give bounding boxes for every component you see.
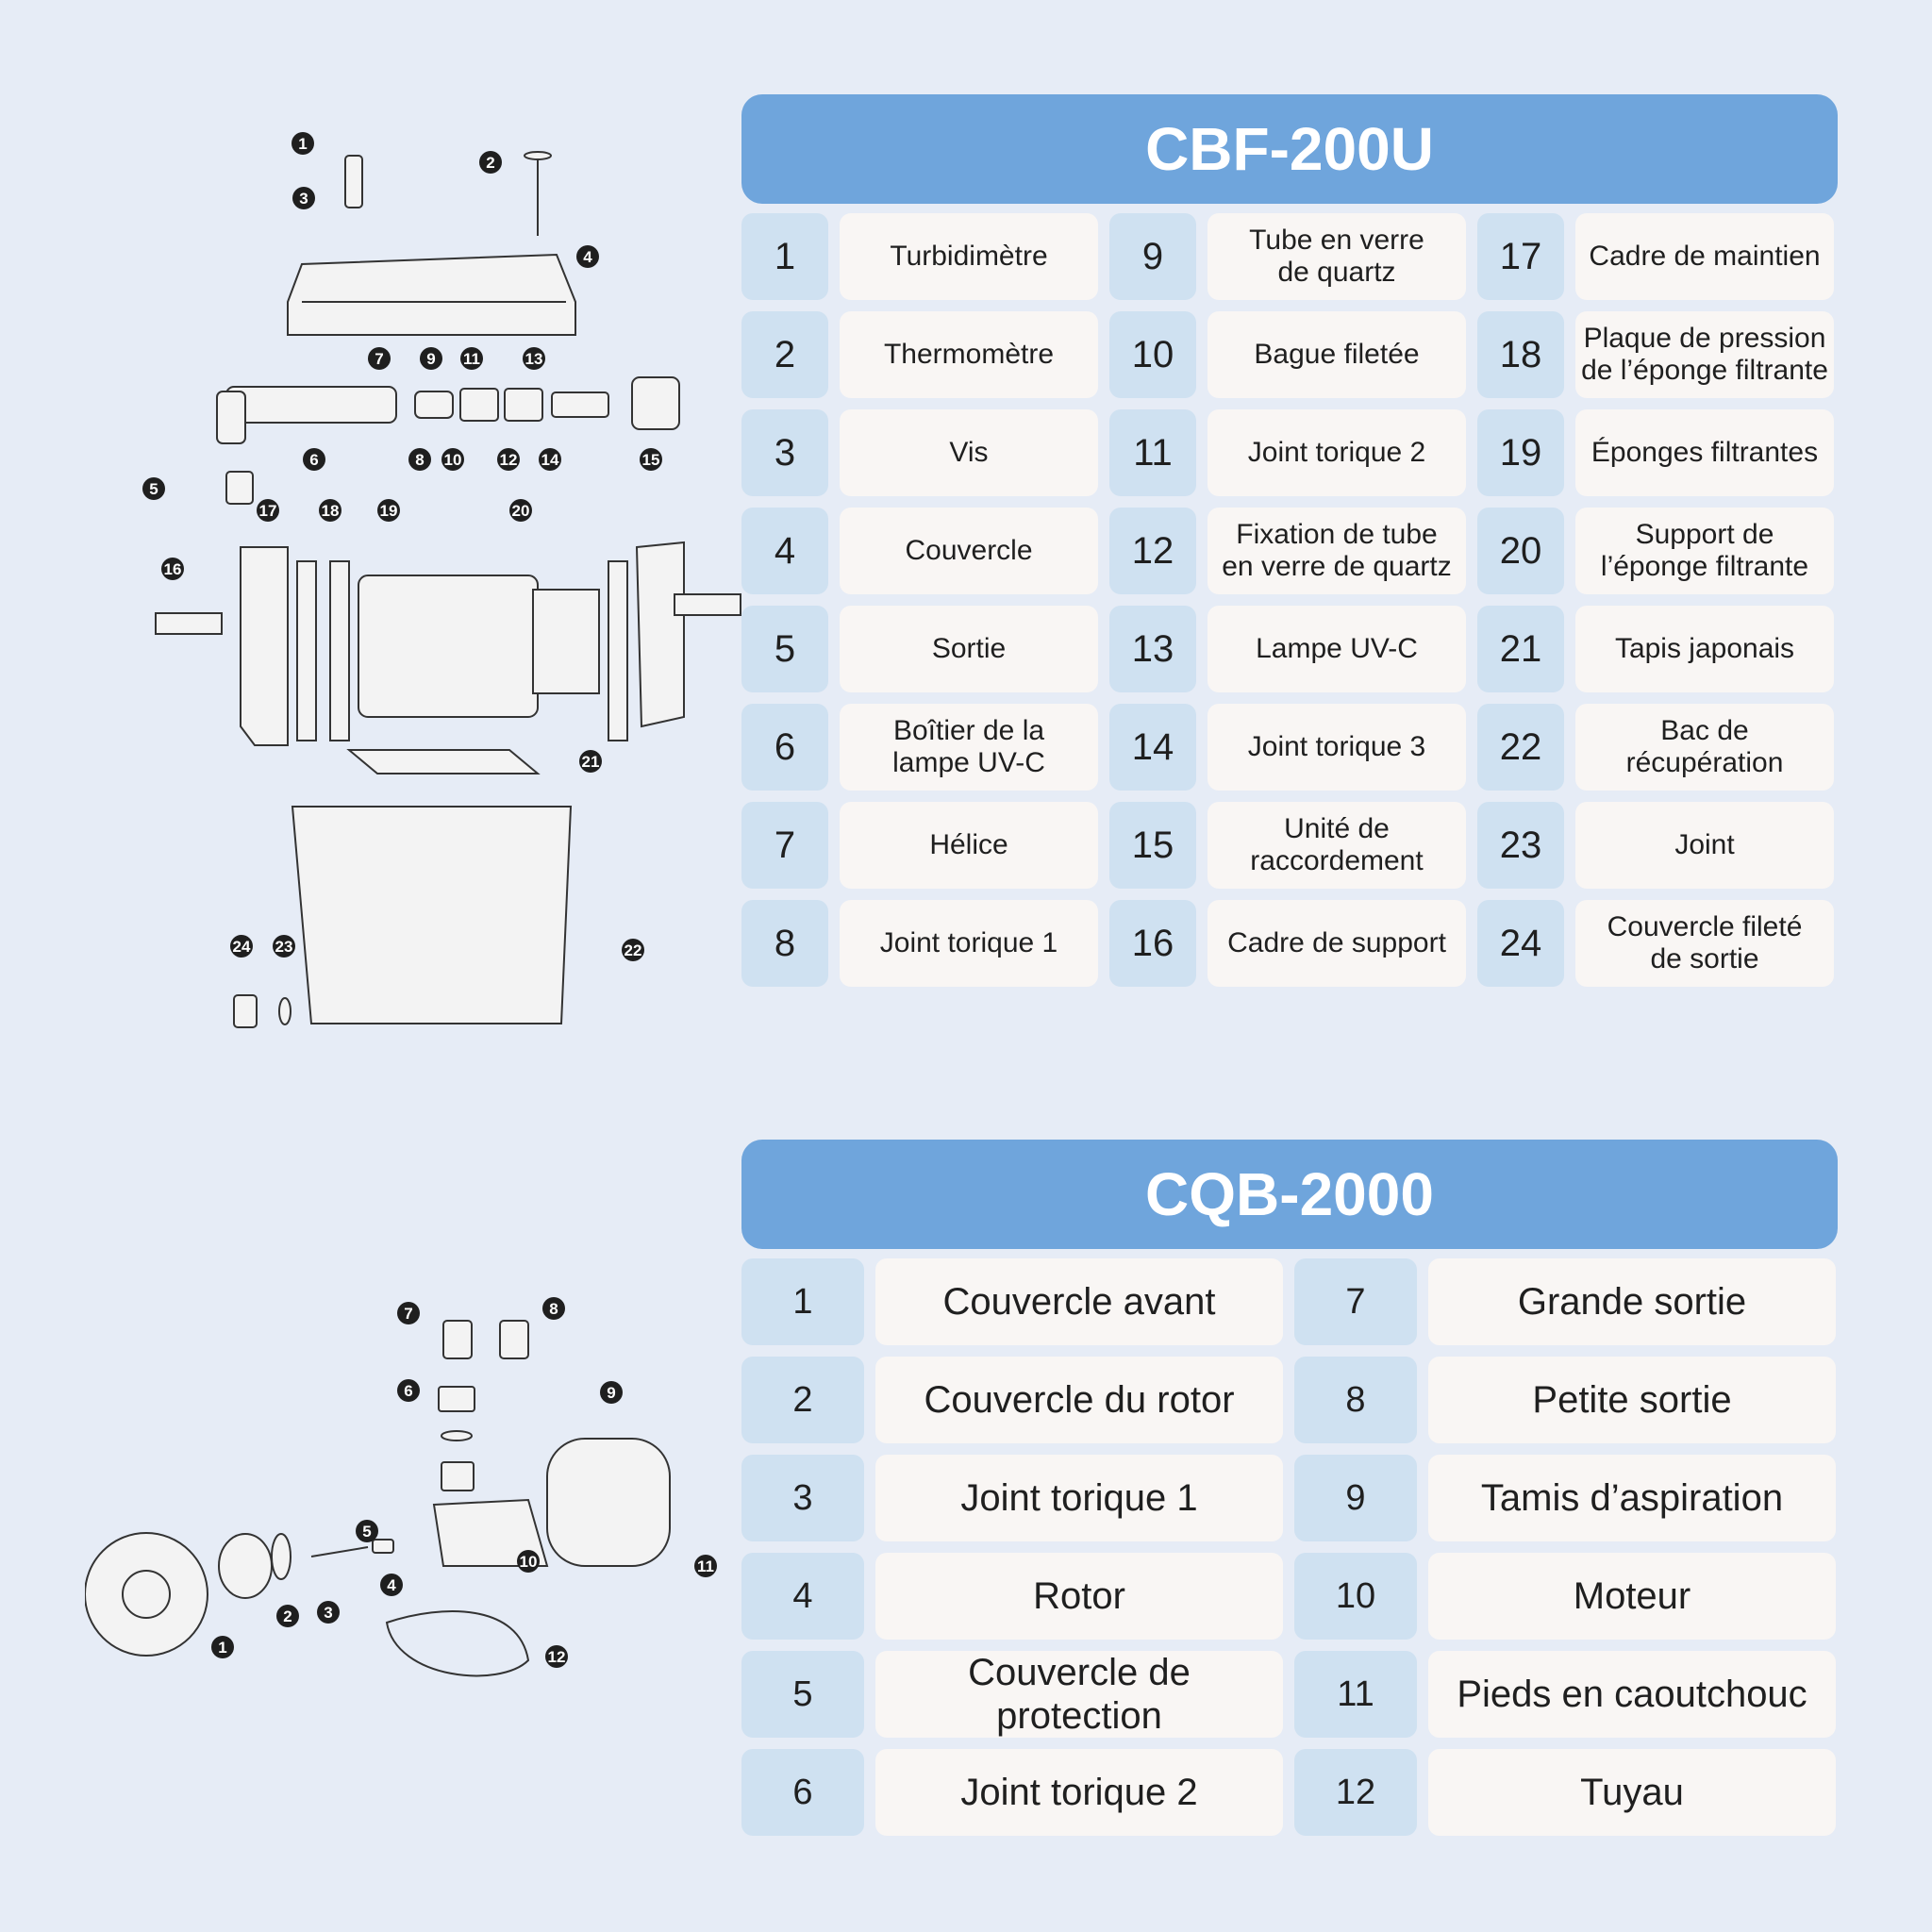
part-number: 6	[741, 704, 828, 791]
part-label: Pieds en caoutchouc	[1428, 1651, 1836, 1738]
part-number: 1	[741, 1258, 864, 1345]
filter-diagram-svg	[155, 151, 741, 1028]
rotor-part	[310, 1546, 369, 1557]
part-label: Couvercle	[840, 508, 1098, 594]
part-number: 7	[1294, 1258, 1417, 1345]
part-number: 24	[1477, 900, 1564, 987]
part-number: 23	[1477, 802, 1564, 889]
part-number: 11	[1109, 409, 1196, 496]
filter-sponges-part	[358, 575, 539, 718]
part-label: Tamis d’aspiration	[1428, 1455, 1836, 1541]
part-number: 2	[741, 1357, 864, 1443]
part-number: 19	[1477, 409, 1564, 496]
uv-housing-part	[225, 386, 397, 424]
part-number: 3	[741, 1455, 864, 1541]
part-label: Couvercle du rotor	[875, 1357, 1283, 1443]
filter-exploded-diagram	[132, 123, 755, 1038]
part-number: 21	[1477, 606, 1564, 692]
part-label: Bague filetée	[1208, 311, 1466, 398]
part-number: 17	[1477, 213, 1564, 300]
part-number: 13	[1109, 606, 1196, 692]
intake-screen-part	[546, 1438, 671, 1567]
pump-model-title: CQB-2000	[741, 1140, 1838, 1249]
part-label: Joint	[1575, 802, 1834, 889]
part-label: Boîtier de la lampe UV-C	[840, 704, 1098, 791]
part-label: Tapis japonais	[1575, 606, 1834, 692]
part-label: Joint torique 2	[875, 1749, 1283, 1836]
pump-exploded-diagram	[85, 1283, 726, 1717]
part-label: Petite sortie	[1428, 1357, 1836, 1443]
part-number: 6	[741, 1749, 864, 1836]
holding-frame-part	[240, 546, 289, 746]
support-frame-part	[155, 612, 223, 635]
part-label: Joint torique 3	[1208, 704, 1466, 791]
part-label: Bac de récupération	[1575, 704, 1834, 791]
filter-model-title: CBF-200U	[741, 94, 1838, 204]
part-number: 18	[1477, 311, 1564, 398]
part-label: Lampe UV-C	[1208, 606, 1466, 692]
part-number: 15	[1109, 802, 1196, 889]
part-number: 10	[1294, 1553, 1417, 1640]
large-outlet-part	[442, 1320, 473, 1359]
turbidimeter-part	[344, 155, 363, 208]
lid-part	[287, 253, 576, 336]
part-label: Couvercle de protection	[875, 1651, 1283, 1738]
part-number: 8	[741, 900, 828, 987]
motor-part	[432, 1498, 549, 1567]
connector-part	[631, 376, 680, 430]
part-label: Turbidimètre	[840, 213, 1098, 300]
part-number: 5	[741, 606, 828, 692]
part-number: 5	[741, 1651, 864, 1738]
part-number: 16	[1109, 900, 1196, 987]
part-label: Fixation de tube en verre de quartz	[1208, 508, 1466, 594]
part-label: Joint torique 1	[875, 1455, 1283, 1541]
part-label: Plaque de pression de l’éponge filtrante	[1575, 311, 1834, 398]
part-label: Couvercle fileté de sortie	[1575, 900, 1834, 987]
part-number: 22	[1477, 704, 1564, 791]
part-number: 11	[1294, 1651, 1417, 1738]
part-label: Cadre de support	[1208, 900, 1466, 987]
collection-tank-part	[291, 806, 573, 1024]
japanese-mat-part	[346, 749, 541, 774]
part-number: 7	[741, 802, 828, 889]
part-label: Hélice	[840, 802, 1098, 889]
part-label: Unité de raccordement	[1208, 802, 1466, 889]
part-label: Cadre de maintien	[1575, 213, 1834, 300]
part-number: 9	[1109, 213, 1196, 300]
part-label: Vis	[840, 409, 1098, 496]
pump-diagram-svg	[85, 1320, 671, 1677]
hose-part	[385, 1610, 530, 1677]
part-number: 4	[741, 1553, 864, 1640]
part-label: Moteur	[1428, 1553, 1836, 1640]
part-label: Sortie	[840, 606, 1098, 692]
part-number: 8	[1294, 1357, 1417, 1443]
part-number: 2	[741, 311, 828, 398]
part-number: 9	[1294, 1455, 1417, 1541]
part-label: Joint torique 1	[840, 900, 1098, 987]
part-number: 10	[1109, 311, 1196, 398]
part-number: 20	[1477, 508, 1564, 594]
part-number: 3	[741, 409, 828, 496]
part-label: Éponges filtrantes	[1575, 409, 1834, 496]
rotor-cover-part	[218, 1533, 273, 1599]
part-label: Thermomètre	[840, 311, 1098, 398]
part-label: Grande sortie	[1428, 1258, 1836, 1345]
small-outlet-part	[499, 1320, 529, 1359]
part-label: Rotor	[875, 1553, 1283, 1640]
part-number: 12	[1109, 508, 1196, 594]
part-number: 12	[1294, 1749, 1417, 1836]
part-label: Tuyau	[1428, 1749, 1836, 1836]
part-label: Couvercle avant	[875, 1258, 1283, 1345]
part-label: Tube en verre de quartz	[1208, 213, 1466, 300]
part-label: Support de l’éponge filtrante	[1575, 508, 1834, 594]
part-number: 14	[1109, 704, 1196, 791]
part-label: Joint torique 2	[1208, 409, 1466, 496]
part-number: 1	[741, 213, 828, 300]
part-number: 4	[741, 508, 828, 594]
